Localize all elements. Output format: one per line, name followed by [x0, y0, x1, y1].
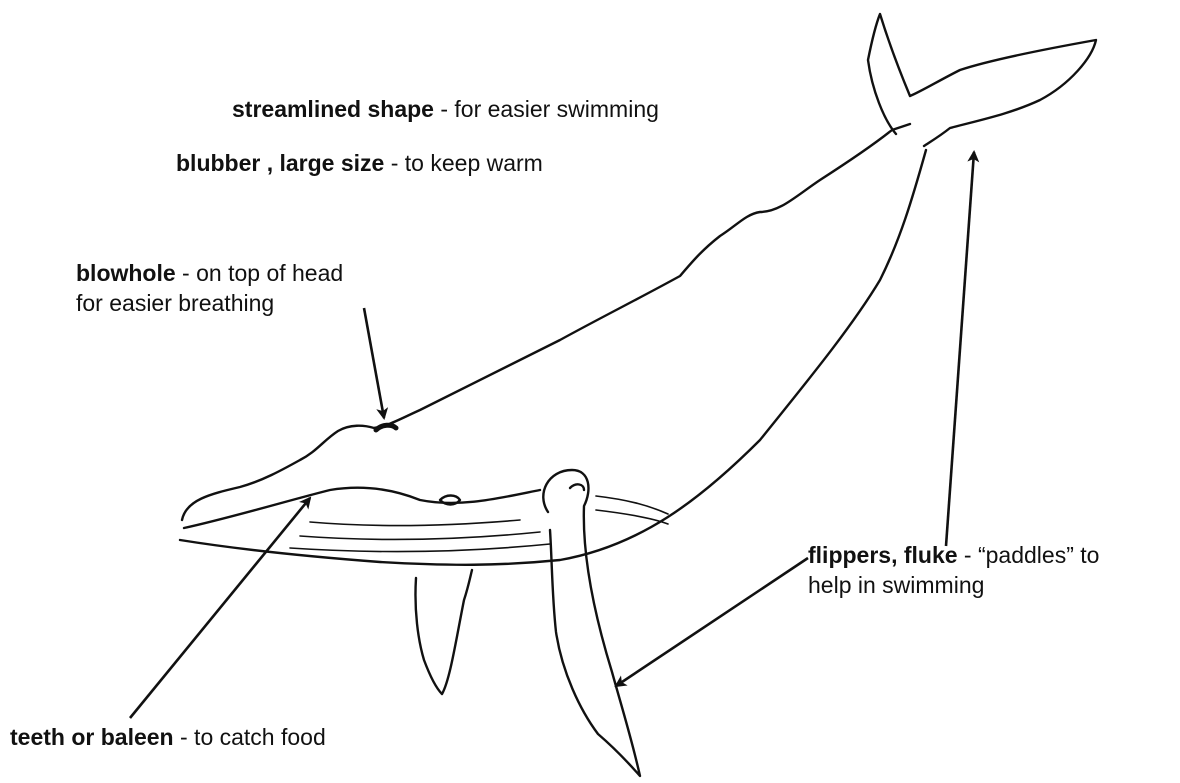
streamlined-shape-desc: - for easier swimming — [434, 96, 659, 122]
blowhole-label-line1: blowhole - on top of head — [76, 258, 343, 288]
flippers-desc-line1: - “paddles” to — [958, 542, 1100, 568]
near-flipper — [543, 470, 640, 776]
throat-grooves — [290, 496, 668, 551]
blowhole-desc-line2: for easier breathing — [76, 288, 343, 318]
blowhole-desc-line1: - on top of head — [176, 260, 344, 286]
teeth-term: teeth or baleen — [10, 724, 174, 750]
teeth-baleen-label: teeth or baleen - to catch food — [10, 722, 326, 752]
teeth-desc: - to catch food — [174, 724, 326, 750]
blubber-label: blubber , large size - to keep warm — [176, 148, 543, 178]
blubber-term: blubber , large size — [176, 150, 384, 176]
fluke-arrow — [946, 152, 974, 546]
flippers-desc-line2: help in swimming — [808, 570, 1099, 600]
flippers-label-line1: flippers, fluke - “paddles” to — [808, 540, 1099, 570]
streamlined-shape-term: streamlined shape — [232, 96, 434, 122]
blubber-desc: - to keep warm — [384, 150, 543, 176]
teeth-arrow — [130, 498, 310, 718]
blowhole-arrow — [364, 308, 384, 418]
near-flipper-knob — [570, 484, 584, 490]
blowhole-mark — [376, 425, 396, 430]
far-flipper — [415, 570, 472, 694]
flippers-term: flippers, fluke — [808, 542, 958, 568]
flipper-arrow — [616, 558, 808, 686]
blowhole-term: blowhole — [76, 260, 176, 286]
flippers-fluke-label: flippers, fluke - “paddles” to help in s… — [808, 540, 1099, 600]
whale-back-outline — [182, 124, 910, 520]
streamlined-shape-label: streamlined shape - for easier swimming — [232, 94, 659, 124]
blowhole-label: blowhole - on top of head for easier bre… — [76, 258, 343, 318]
whale-belly-outline — [180, 150, 926, 565]
